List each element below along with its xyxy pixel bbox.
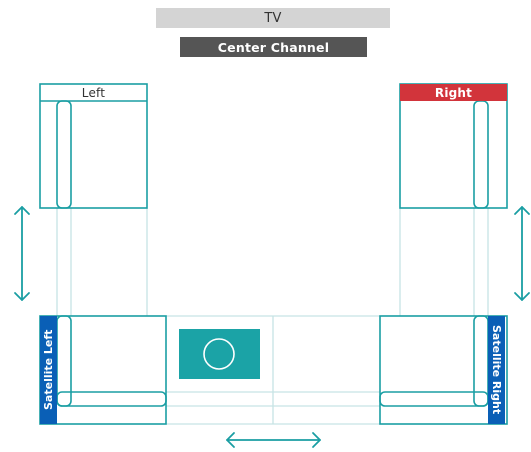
tv-bar xyxy=(156,8,390,28)
satellite-left-label: Satellite Left xyxy=(42,329,55,411)
satellite-right-bar xyxy=(488,316,505,424)
right-speaker-label: Right xyxy=(434,85,473,100)
ottoman xyxy=(179,329,260,379)
double-arrow-vertical-icon xyxy=(14,206,30,301)
left-speaker-label: Left xyxy=(81,85,106,100)
tv-label: TV xyxy=(264,10,282,26)
double-arrow-horizontal-icon xyxy=(226,432,321,448)
satellite-right-label: Satellite Right xyxy=(490,325,503,415)
center-channel-label: Center Channel xyxy=(217,39,330,55)
left-chair xyxy=(39,83,148,209)
right-label-bar xyxy=(400,84,507,101)
left-rear-corner xyxy=(39,315,167,425)
center-channel-bar xyxy=(180,37,367,57)
right-chair xyxy=(399,83,508,209)
circle-icon xyxy=(203,338,235,370)
double-arrow-vertical-icon xyxy=(514,206,530,301)
satellite-left-bar xyxy=(40,316,57,424)
guide-lines xyxy=(56,208,489,425)
